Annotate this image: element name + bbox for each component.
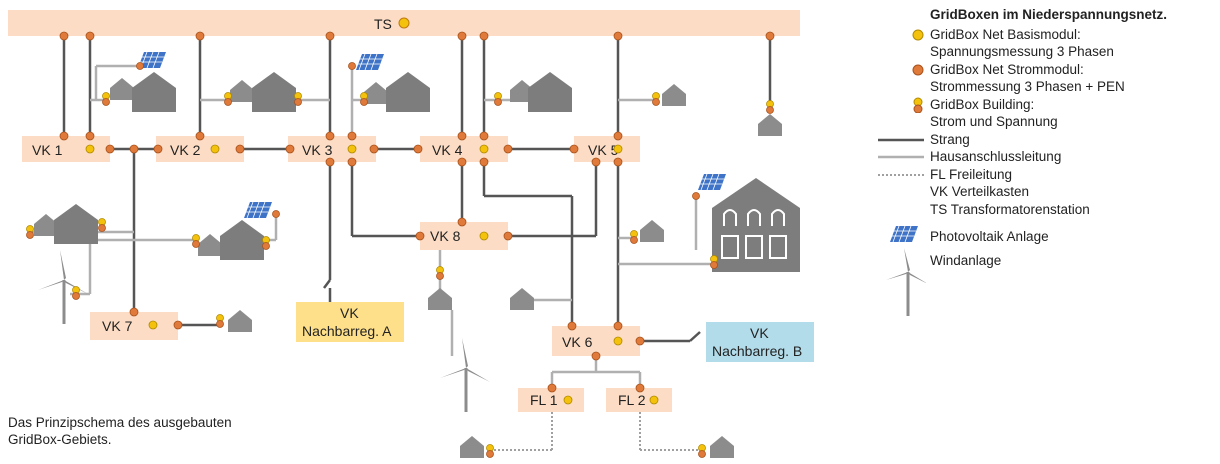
strang-lines xyxy=(62,36,772,343)
legend-item-hausanschluss: Hausanschlussleitung xyxy=(878,148,1218,166)
yellow-dot-icon xyxy=(912,29,924,40)
legend-item-strommodul: GridBox Net Strommodul: Strommessung 3 P… xyxy=(878,61,1218,96)
fl1-label: FL 1 xyxy=(530,392,558,408)
nachbar-b-line1: VK xyxy=(750,325,769,341)
legend: GridBoxen im Niederspannungsnetz. GridBo… xyxy=(878,6,1218,322)
basismodul-dots xyxy=(85,144,659,405)
legend-text: GridBox Building: xyxy=(930,96,1035,112)
legend-item-basismodul: GridBox Net Basismodul: Spannungsmessung… xyxy=(878,26,1218,61)
vk6-label: VK 6 xyxy=(562,334,593,350)
legend-text: Strommessung 3 Phasen + PEN xyxy=(930,79,1125,94)
legend-text: Strang xyxy=(930,131,970,147)
nachbar-a-box xyxy=(296,302,404,342)
building-box-icon xyxy=(913,97,923,113)
legend-item-building: GridBox Building: Strom und Spannung xyxy=(878,96,1218,131)
solar-panel-icon xyxy=(890,225,918,243)
orange-dot-icon xyxy=(912,64,924,75)
legend-text: Hausanschlussleitung xyxy=(930,149,1062,164)
building-boxes xyxy=(26,92,774,458)
ts-voltage-box xyxy=(398,17,410,29)
legend-item-ts: TS Transformatorenstation xyxy=(878,201,1218,219)
nachbar-a-line1: VK xyxy=(340,305,359,321)
caption-line2: GridBox-Gebiets. xyxy=(8,432,112,447)
nachbar-a-line2: Nachbarreg. A xyxy=(302,323,392,339)
legend-text: Photovoltaik Anlage xyxy=(930,229,1049,244)
caption: Das Prinzipschema des ausgebauten GridBo… xyxy=(8,414,308,448)
vk3-label: VK 3 xyxy=(302,142,333,158)
caption-line1: Das Prinzipschema des ausgebauten xyxy=(8,415,232,430)
wind-turbine-icon xyxy=(886,248,926,316)
ts-label: TS xyxy=(374,16,392,32)
nachbar-b-box xyxy=(706,322,814,362)
solar-panels xyxy=(137,51,727,219)
vk2-label: VK 2 xyxy=(170,142,201,158)
strommodul-dots xyxy=(59,31,775,393)
legend-text: VK Verteilkasten xyxy=(930,184,1030,199)
freileitung-line-icon xyxy=(878,173,924,176)
legend-text: GridBox Net Strommodul: xyxy=(930,61,1084,77)
vk8-label: VK 8 xyxy=(430,228,461,244)
freileitung-lines xyxy=(492,412,700,451)
vk5-label: VK 5 xyxy=(588,142,619,158)
legend-text: TS Transformatorenstation xyxy=(930,201,1090,217)
vk1-label: VK 1 xyxy=(32,142,63,158)
legend-text: Strom und Spannung xyxy=(930,114,1058,129)
vk4-label: VK 4 xyxy=(432,142,463,158)
legend-text: Windanlage xyxy=(930,253,1002,268)
fl2-label: FL 2 xyxy=(618,392,646,408)
legend-text: FL Freileitung xyxy=(930,166,1013,182)
vk-boxes xyxy=(22,136,672,412)
vk7-label: VK 7 xyxy=(102,318,133,334)
apartment-building xyxy=(712,178,800,272)
legend-item-strang: Strang xyxy=(878,131,1218,149)
legend-item-vk: VK Verteilkasten xyxy=(878,183,1218,201)
legend-item-windanlage: Windanlage xyxy=(878,248,1218,322)
legend-text: GridBox Net Basismodul: xyxy=(930,26,1081,42)
legend-text: Spannungsmessung 3 Phasen xyxy=(930,44,1114,59)
nachbar-b-line2: Nachbarreg. B xyxy=(712,343,802,359)
legend-title: GridBoxen im Niederspannungsnetz. xyxy=(930,7,1168,22)
buildings xyxy=(34,72,800,458)
strang-line-icon xyxy=(878,138,924,141)
legend-item-photovoltaik: Photovoltaik Anlage xyxy=(878,225,1218,252)
hausanschluss-line-icon xyxy=(878,155,924,159)
legend-item-freileitung: FL Freileitung xyxy=(878,166,1218,184)
